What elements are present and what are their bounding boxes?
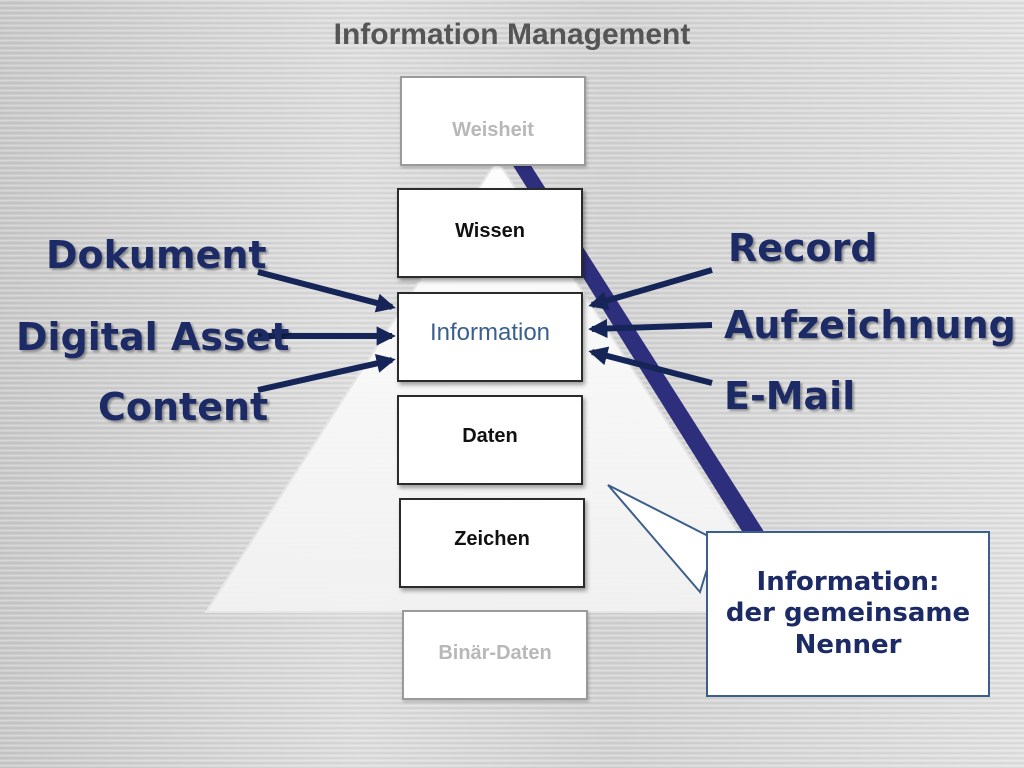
level-wissen: Wissen	[397, 188, 583, 278]
level-wissen-label: Wissen	[455, 219, 525, 242]
level-zeichen: Zeichen	[399, 498, 585, 588]
arrow-dokument	[257, 269, 396, 313]
arrow-email	[588, 346, 713, 386]
term-content: Content	[98, 385, 269, 429]
level-weisheit-label: Weisheit	[452, 118, 534, 141]
term-digital-asset: Digital Asset	[16, 315, 290, 359]
callout-line-2: der gemeinsame	[725, 598, 971, 629]
term-email: E-Mail	[724, 374, 856, 418]
term-dokument: Dokument	[46, 233, 267, 277]
callout-line-1: Information:	[756, 567, 940, 598]
level-daten-label: Daten	[462, 424, 518, 447]
arrow-record	[588, 267, 713, 310]
term-aufzeichnung: Aufzeichnung	[724, 303, 1016, 347]
level-information: Information	[397, 292, 583, 382]
callout-line-3: Nenner	[794, 629, 902, 660]
level-weisheit: Weisheit	[400, 76, 586, 166]
term-record: Record	[728, 226, 878, 270]
level-zeichen-label: Zeichen	[454, 527, 530, 550]
level-daten: Daten	[397, 395, 583, 485]
level-information-label: Information	[429, 319, 551, 346]
arrow-content	[257, 353, 396, 393]
arrow-aufzeichnung	[588, 318, 713, 339]
level-binaer-daten-label: Binär-Daten	[438, 641, 552, 664]
level-binaer-daten: Binär-Daten	[402, 610, 588, 700]
callout-box: Information: der gemeinsame Nenner	[706, 531, 990, 697]
page-title: Information Management	[333, 18, 691, 51]
